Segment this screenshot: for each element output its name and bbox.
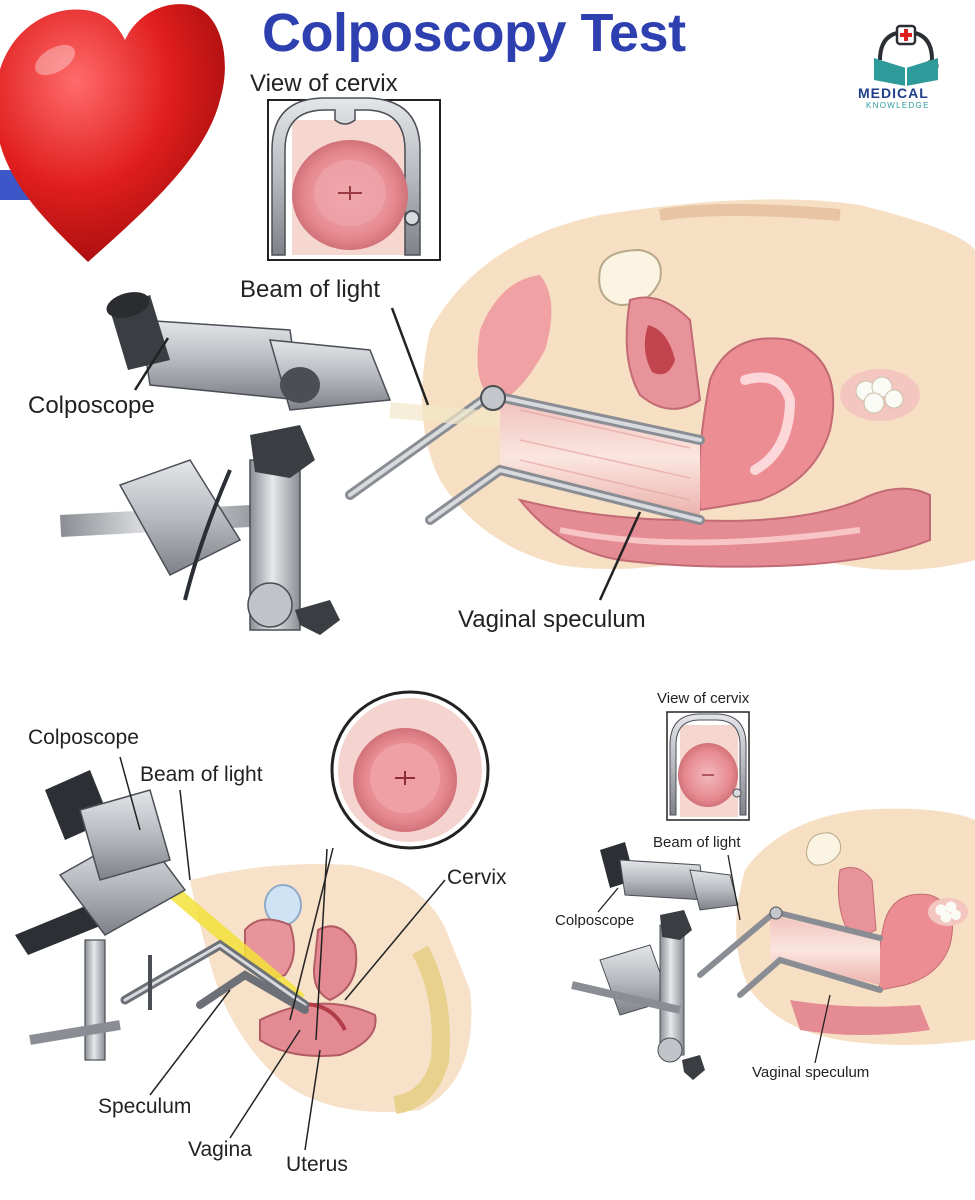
bl-uterus-label: Uterus	[286, 1153, 348, 1176]
top-colposcope	[60, 292, 392, 635]
br-beam-label: Beam of light	[653, 834, 741, 851]
br-colposcope-label: Colposcope	[555, 912, 635, 929]
logo-subtext: KNOWLEDGE	[866, 101, 930, 110]
br-speculum-label: Vaginal speculum	[752, 1064, 870, 1081]
cervix-view-circle	[330, 690, 490, 850]
top-inset-frame	[267, 97, 441, 261]
bl-speculum-label: Speculum	[98, 1095, 192, 1118]
top-colposcope-label: Colposcope	[28, 392, 155, 419]
logo-text: MEDICAL	[858, 85, 929, 101]
bl-colposcope-label: Colposcope	[28, 726, 139, 749]
top-speculum-label: Vaginal speculum	[458, 606, 646, 633]
br-inset-title: View of cervix	[657, 690, 750, 707]
bl-beam-label: Beam of light	[140, 763, 263, 786]
bl-cervix-label: Cervix	[447, 866, 507, 889]
medical-knowledge-logo-icon	[874, 24, 939, 86]
heart-icon	[0, 4, 225, 262]
top-speculum	[345, 385, 705, 525]
top-leader-lines	[133, 307, 642, 601]
top-beam-label: Beam of light	[240, 276, 381, 303]
top-inset-title: View of cervix	[250, 70, 398, 97]
top-diagram	[60, 97, 975, 635]
bl-vagina-label: Vagina	[188, 1138, 252, 1161]
page-title: Colposcopy Test	[262, 3, 686, 63]
